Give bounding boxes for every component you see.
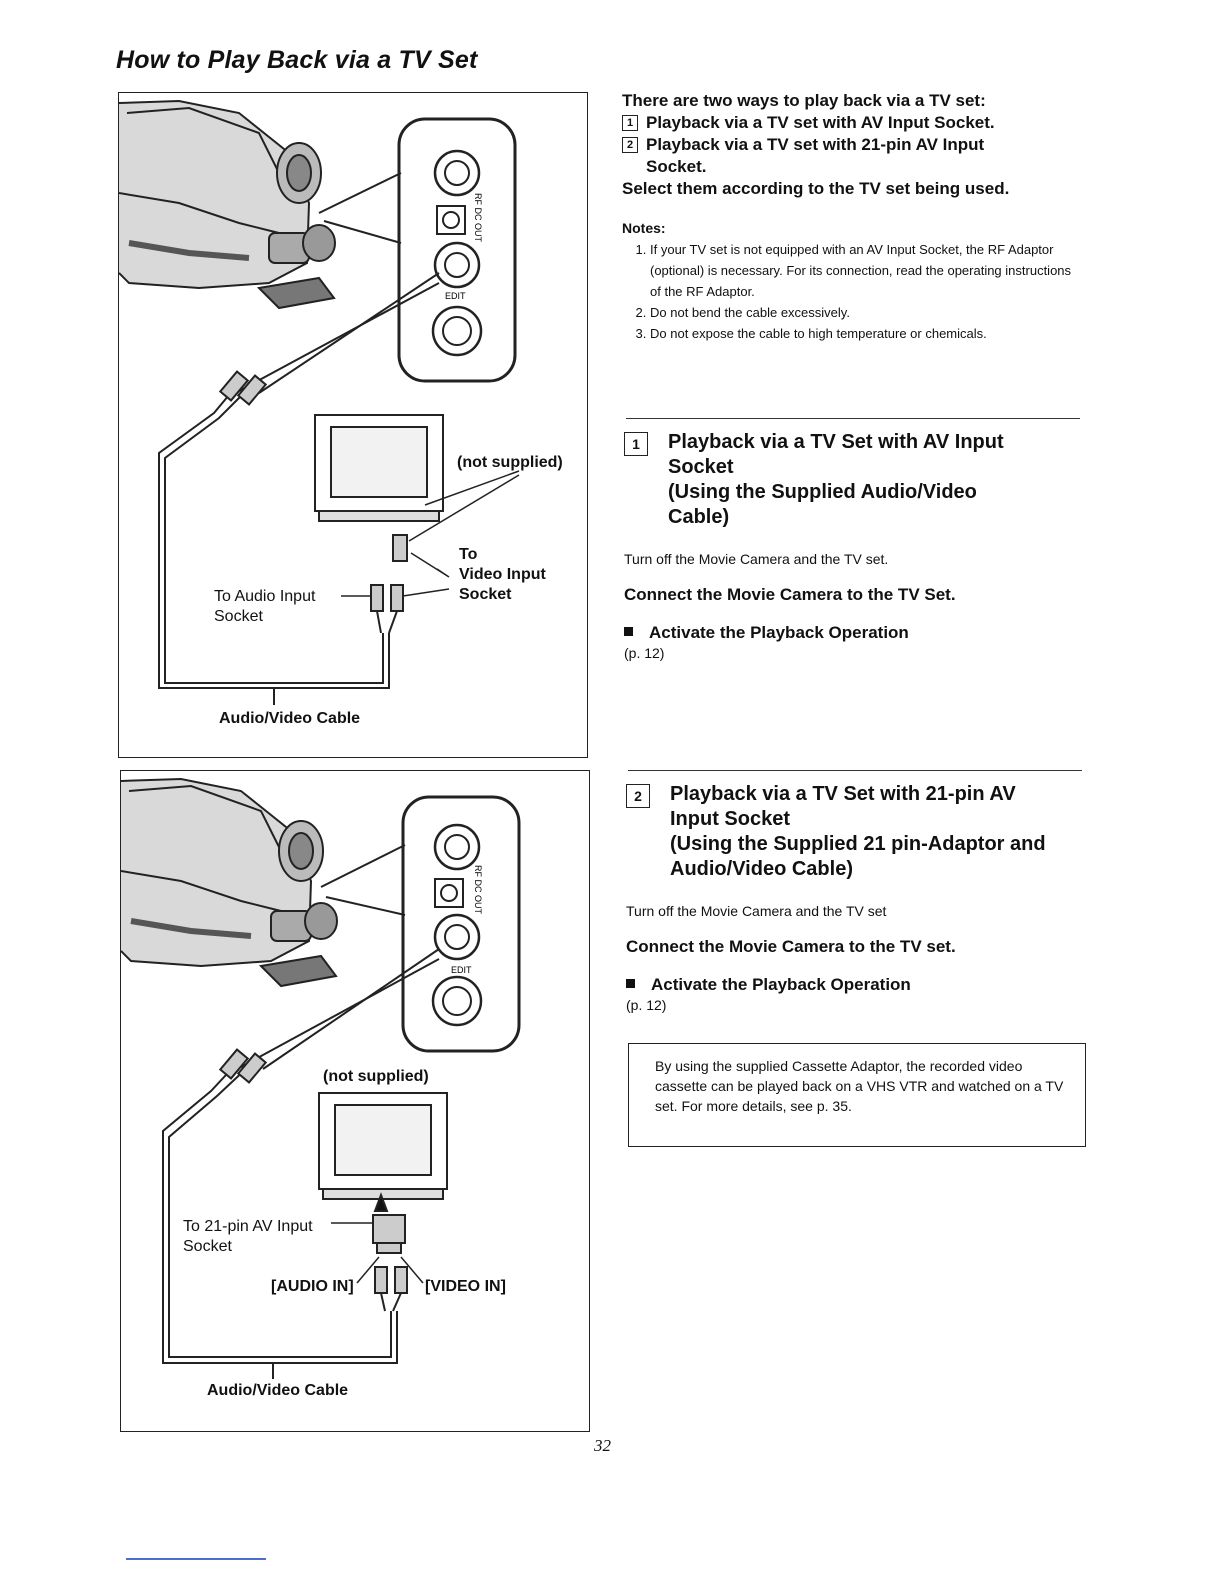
jack-panel-label: RF DC OUT [473,193,483,242]
section-2-number: 2 [626,784,650,808]
notes-heading: Notes: [622,220,666,236]
option-2: 2 Playback via a TV set with 21-pin AV I… [622,134,1092,178]
section-1-subtitle: (Using the Supplied Audio/Video Cable) [668,481,977,528]
section-1: 1 Playback via a TV Set with AV Input So… [624,430,1084,662]
note-item: Do not expose the cable to high temperat… [650,323,1080,344]
page-title: How to Play Back via a TV Set [116,46,478,74]
footer-line [126,1558,266,1560]
note-item: Do not bend the cable excessively. [650,302,1080,323]
section-1-activate: Activate the Playback Operation [624,622,1084,644]
section-2-activate: Activate the Playback Operation [626,974,1086,996]
to-audio-input-label: To Audio Input Socket [214,588,316,625]
section-1-heading: 1 Playback via a TV Set with AV Input So… [624,430,1084,530]
note-item: If your TV set is not equipped with an A… [650,239,1080,302]
video-in-label: [VIDEO IN] [425,1278,506,1295]
camera-illustration [121,777,338,988]
intro-line: There are two ways to play back via a TV… [622,91,986,110]
notes-block: Notes: If your TV set is not equipped wi… [622,218,1082,344]
section-1-page-ref: (p. 12) [624,645,665,661]
to-21pin-input-label: To 21-pin AV Input Socket [183,1218,313,1255]
option-2-text: Playback via a TV set with 21-pin AV Inp… [646,135,985,176]
bullet-icon [624,627,633,636]
page-number: 32 [594,1436,611,1455]
section-2: 2 Playback via a TV Set with 21-pin AV I… [626,782,1086,1014]
av-cable-label: Audio/Video Cable [207,1382,349,1399]
av-cable [162,1048,398,1379]
av-cable-label: Audio/Video Cable [219,710,361,727]
section-1-connect: Connect the Movie Camera to the TV Set. [624,585,956,604]
audio-in-label: [AUDIO IN] [271,1278,354,1295]
jack-panel [397,117,517,383]
section-1-turn-off: Turn off the Movie Camera and the TV set… [624,551,889,567]
section-2-title: Playback via a TV Set with 21-pin AV Inp… [670,783,1016,830]
connection-illustration-1: RF DC OUT EDIT [119,99,520,705]
edit-label: EDIT [445,291,466,301]
info-box: By using the supplied Cassette Adaptor, … [628,1043,1086,1147]
section-2-subtitle: (Using the Supplied 21 pin-Adaptor and A… [670,833,1046,880]
option-1-text: Playback via a TV set with AV Input Sock… [646,113,995,132]
edit-label: EDIT [451,965,472,975]
section-1-activate-text: Activate the Playback Operation [649,623,909,642]
diagram-21pin-input: RF DC OUT EDIT [120,770,590,1432]
section-2-turn-off: Turn off the Movie Camera and the TV set [626,903,887,919]
tv-not-supplied-label: (not supplied) [457,454,563,471]
select-instruction: Select them according to the TV set bein… [622,179,1010,198]
intro-block: There are two ways to play back via a TV… [622,90,1092,200]
tv-not-supplied-label: (not supplied) [323,1068,429,1085]
tv-illustration [314,414,444,522]
section-2-heading: 2 Playback via a TV Set with 21-pin AV I… [626,782,1086,882]
section-2-page-ref: (p. 12) [626,997,667,1013]
bullet-icon [626,979,635,988]
notes-list: If your TV set is not equipped with an A… [622,239,1080,344]
option-2-number: 2 [622,137,638,153]
section-1-number: 1 [624,432,648,456]
diagram-av-input: RF DC OUT EDIT [118,92,588,758]
camera-illustration [119,99,336,310]
scart-adaptor [372,1192,408,1312]
section-1-title: Playback via a TV Set with AV Input Sock… [668,431,1004,478]
av-cable [158,370,390,705]
section-2-connect: Connect the Movie Camera to the TV set. [626,937,956,956]
section-divider [626,418,1080,419]
tv-illustration [318,1092,448,1200]
option-1-number: 1 [622,115,638,131]
to-video-input-label: To Video Input Socket [459,546,546,603]
option-1: 1 Playback via a TV set with AV Input So… [622,112,1092,134]
connection-illustration-2: RF DC OUT EDIT [121,777,521,1379]
jack-panel-label: RF DC OUT [473,865,483,914]
jack-panel [401,795,521,1053]
section-divider [628,770,1082,771]
section-2-activate-text: Activate the Playback Operation [651,975,911,994]
